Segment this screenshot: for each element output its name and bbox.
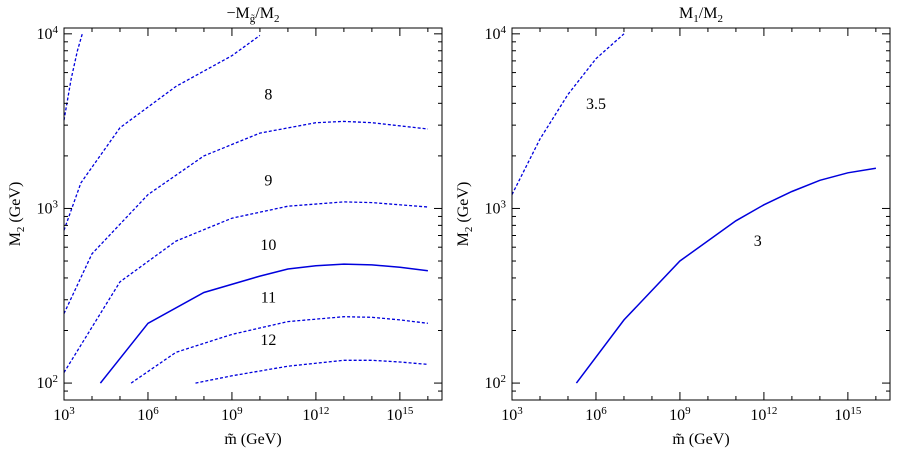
y-tick-label: 104	[37, 24, 59, 43]
ylabel-main: M	[455, 232, 472, 246]
title-sub2: 2	[274, 13, 280, 25]
series-curve-3	[63, 120, 428, 314]
plot-frame	[511, 27, 891, 401]
series-label: 11	[261, 289, 276, 306]
x-tick-label: 106	[585, 405, 607, 424]
x-tick-exp: 15	[402, 405, 414, 417]
x-tick-base: 10	[501, 407, 517, 424]
y-tick-base: 10	[37, 26, 53, 43]
title-rest: /M	[255, 5, 274, 22]
ylabel-rest: (GeV)	[455, 182, 472, 227]
y-tick-exp: 3	[53, 198, 59, 210]
x-tick-exp: 6	[601, 405, 607, 417]
x-tick-base: 10	[137, 407, 153, 424]
x-tick-exp: 12	[318, 405, 329, 417]
series-label: 9	[264, 173, 272, 190]
y-tick-exp: 3	[501, 198, 507, 210]
x-tick-base: 10	[669, 407, 685, 424]
x-tick-base: 10	[834, 407, 850, 424]
series-curve-7	[195, 359, 428, 384]
x-axis-label: m̃ (GeV)	[672, 431, 729, 448]
y-tick-exp: 4	[53, 24, 59, 36]
x-tick-exp: 6	[153, 405, 159, 417]
excluded-region	[64, 33, 94, 370]
x-tick-label: 1015	[386, 405, 414, 424]
ylabel-rest: (GeV)	[7, 182, 24, 227]
series-curve-6	[130, 316, 428, 384]
x-tick-label: 106	[137, 405, 159, 424]
title-sub2: 2	[717, 13, 723, 25]
y-tick-base: 10	[485, 200, 501, 217]
y-tick-exp: 2	[53, 373, 59, 385]
series-curve-2	[63, 34, 261, 231]
series-curve-2	[575, 167, 877, 384]
title-rest: /M	[699, 5, 718, 22]
x-tick-base: 10	[585, 407, 601, 424]
x-tick-exp: 12	[766, 405, 777, 417]
y-tick-label: 102	[485, 373, 507, 392]
plot-frame	[63, 27, 443, 401]
series-label: 8	[264, 87, 272, 104]
x-tick-base: 10	[386, 407, 402, 424]
x-tick-label: 103	[53, 405, 75, 424]
x-tick-label: 1012	[750, 405, 777, 424]
title-sub: g̃	[250, 13, 256, 25]
x-tick-base: 10	[750, 407, 766, 424]
title-sub: 1	[693, 13, 699, 25]
series-label: 10	[260, 237, 276, 254]
series-curve-4	[63, 201, 428, 373]
title-main: −M	[227, 5, 250, 22]
series-curve-5	[99, 263, 428, 384]
x-tick-base: 10	[221, 407, 237, 424]
series-label: 3.5	[586, 96, 606, 113]
x-tick-exp: 3	[517, 405, 523, 417]
x-tick-label: 109	[221, 405, 243, 424]
y-tick-base: 10	[37, 200, 53, 217]
series-curve-1	[63, 33, 83, 121]
y-tick-label: 103	[37, 198, 59, 217]
y-tick-label: 102	[37, 373, 59, 392]
x-tick-base: 10	[302, 407, 318, 424]
x-tick-exp: 9	[237, 405, 243, 417]
x-tick-exp: 3	[69, 405, 75, 417]
x-tick-label: 109	[669, 405, 691, 424]
title-main: M	[679, 5, 693, 22]
ylabel-sub: 2	[15, 227, 27, 233]
y-tick-label: 103	[485, 198, 507, 217]
y-tick-label: 104	[485, 24, 507, 43]
x-tick-label: 103	[501, 405, 523, 424]
series-label: 3	[754, 233, 762, 250]
y-tick-base: 10	[485, 375, 501, 392]
y-tick-base: 10	[485, 26, 501, 43]
ylabel-main: M	[7, 232, 24, 246]
y-tick-base: 10	[37, 375, 53, 392]
series-label: 12	[260, 332, 276, 349]
y-axis-label: M2 (GeV)	[455, 182, 475, 247]
series-curve-1	[511, 33, 625, 195]
x-tick-label: 1012	[302, 405, 329, 424]
y-tick-exp: 2	[501, 373, 507, 385]
x-tick-exp: 9	[685, 405, 691, 417]
chart-title: M1/M2	[679, 5, 723, 25]
x-tick-exp: 15	[850, 405, 862, 417]
chart-title: −Mg̃/M2	[227, 5, 280, 25]
y-axis-label: M2 (GeV)	[7, 182, 27, 247]
y-tick-exp: 4	[501, 24, 507, 36]
ylabel-sub: 2	[463, 227, 475, 233]
x-tick-label: 1015	[834, 405, 862, 424]
x-tick-base: 10	[53, 407, 69, 424]
x-axis-label: m̃ (GeV)	[224, 431, 281, 448]
